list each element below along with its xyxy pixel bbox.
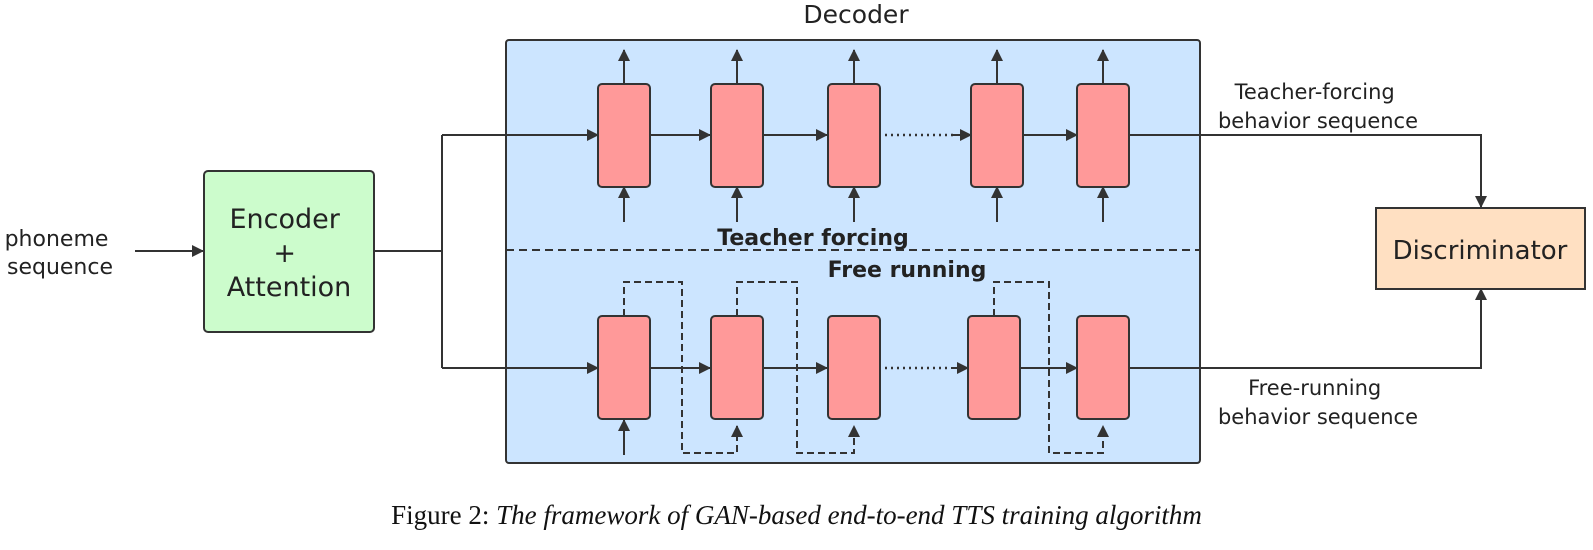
fr-cell-2 bbox=[710, 315, 764, 420]
discriminator-label: Discriminator bbox=[1393, 236, 1568, 266]
encoder-label: Encoder + Attention bbox=[227, 204, 352, 303]
free-running-label: Free running bbox=[828, 258, 987, 283]
tf-cell-4 bbox=[970, 49, 1024, 222]
fr-feedback-1 bbox=[623, 281, 743, 454]
tf-cell-2 bbox=[710, 49, 764, 222]
teacher-output-arrow bbox=[1129, 134, 1487, 208]
fr-feedback-3 bbox=[993, 281, 1109, 454]
figure-caption: Figure 2: The framework of GAN-based end… bbox=[0, 500, 1593, 531]
gan-tts-diagram: Decoder Teacher forcing Free running pho… bbox=[5, 0, 1586, 464]
tf-cell-3 bbox=[827, 49, 881, 222]
discriminator-box bbox=[1375, 207, 1586, 290]
caption-text: The framework of GAN-based end-to-end TT… bbox=[496, 500, 1202, 530]
decoder-title: Decoder bbox=[803, 0, 909, 29]
fr-cell-3 bbox=[827, 315, 881, 420]
fr-cell-1 bbox=[597, 315, 651, 455]
tf-cell-5 bbox=[1076, 49, 1130, 222]
input-label: phoneme sequence bbox=[5, 227, 116, 280]
free-output-arrow bbox=[1129, 288, 1487, 369]
fr-feedback-2 bbox=[736, 281, 860, 454]
fr-cell-4 bbox=[967, 315, 1021, 420]
tf-cell-1 bbox=[597, 49, 651, 222]
teacher-output-label: Teacher-forcing behavior sequence bbox=[1218, 80, 1418, 133]
teacher-forcing-label: Teacher forcing bbox=[717, 226, 909, 251]
free-output-label: Free-running behavior sequence bbox=[1218, 376, 1418, 429]
caption-prefix: Figure 2: bbox=[391, 500, 497, 530]
fr-cell-5 bbox=[1076, 315, 1130, 420]
decoder-box bbox=[505, 39, 1201, 464]
